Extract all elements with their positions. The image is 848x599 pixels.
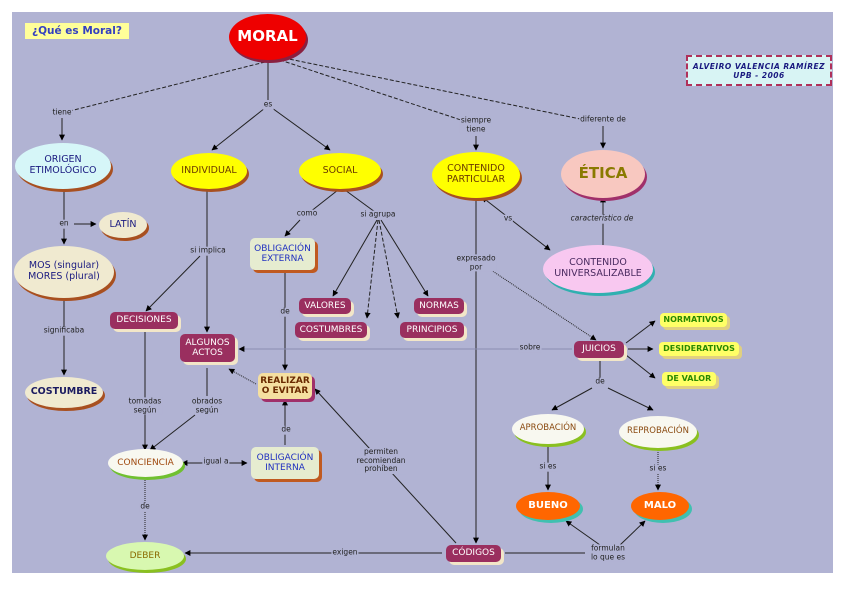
link-expresado-juicios: [487, 267, 597, 341]
node-de-valor[interactable]: DE VALOR: [662, 372, 716, 386]
link-implica-decisiones: [145, 255, 201, 312]
link-label-si-agrupa: si agrupa: [359, 209, 397, 220]
link-label-obrados-segun: obrados según: [190, 396, 224, 415]
node-realizar-o-evitar[interactable]: REALIZAR O EVITAR: [258, 373, 312, 399]
node-desiderativos[interactable]: DESIDERATIVOS: [659, 342, 739, 356]
node-conciencia[interactable]: CONCIENCIA: [108, 449, 183, 477]
link-de-aprobacion: [551, 387, 593, 411]
link-label-de-externa: de: [279, 306, 291, 317]
node-latin[interactable]: LATÍN: [99, 212, 147, 238]
link-moral-tiene: [61, 61, 266, 114]
author-box: ALVEIRO VALENCIA RAMÍREZ UPB - 2006: [686, 55, 832, 86]
link-agrupa-principios: [378, 219, 400, 319]
link-label-de-juicios: de: [594, 376, 606, 387]
link-label-si-implica: si implica: [189, 245, 227, 256]
node-contenido-particular[interactable]: CONTENIDO PARTICULAR: [432, 152, 520, 198]
link-label-si-es-aprobacion: si es: [538, 461, 558, 472]
node-valores[interactable]: VALORES: [299, 298, 351, 314]
node-aprobacion[interactable]: APROBACIÓN: [512, 414, 584, 444]
author-name: ALVEIRO VALENCIA RAMÍREZ: [692, 61, 826, 71]
link-label-si-es-reprobacion: si es: [648, 463, 668, 474]
author-year: UPB - 2006: [733, 70, 785, 80]
link-label-diferente-de: diferente de: [579, 114, 627, 125]
link-realizar-actos: [228, 368, 257, 385]
link-label-es: es: [262, 99, 274, 110]
link-social-como: [309, 189, 339, 213]
node-juicios[interactable]: JUICIOS: [574, 341, 624, 358]
link-agrupa-valores: [332, 219, 378, 297]
link-label-permiten: permiten recomiendan prohíben: [355, 447, 407, 474]
link-juicios-normativos: [625, 320, 656, 344]
link-agrupa-normas: [380, 219, 429, 297]
node-individual[interactable]: INDIVIDUAL: [171, 153, 247, 189]
link-label-de-conciencia: de: [139, 501, 151, 512]
concept-map-canvas: [12, 12, 833, 573]
link-es-individual: [211, 107, 266, 151]
link-agrupa-costumbres: [364, 219, 379, 319]
link-label-vs: vs: [502, 213, 514, 224]
node-decisiones[interactable]: DECISIONES: [110, 312, 178, 329]
link-label-en: en: [58, 218, 70, 229]
link-label-igual-a: igual a: [202, 456, 230, 467]
link-label-significaba: significaba: [42, 325, 86, 336]
link-obrados-conciencia: [149, 414, 196, 451]
link-label-tomadas-segun: tomadas según: [127, 396, 163, 415]
node-social[interactable]: SOCIAL: [299, 153, 381, 189]
link-particular-universal: [481, 196, 551, 251]
node-normas[interactable]: NORMAS: [414, 298, 464, 314]
node-deber[interactable]: DEBER: [106, 542, 184, 570]
node-malo[interactable]: MALO: [631, 492, 689, 520]
node-etica[interactable]: ÉTICA: [561, 150, 645, 198]
link-label-caracteristico-de: característico de: [569, 213, 635, 224]
link-label-formulan: formulan lo que es: [589, 543, 627, 562]
link-moral-siempre: [279, 59, 471, 124]
link-label-de-interna: de: [280, 424, 292, 435]
link-social-agrupa: [344, 189, 376, 213]
node-bueno[interactable]: BUENO: [516, 492, 580, 520]
node-obligacion-externa[interactable]: OBLIGACIÓN EXTERNA: [250, 238, 315, 270]
node-mos-mores[interactable]: MOS (singular) MORES (plural): [14, 246, 114, 298]
link-moral-diferente: [283, 57, 596, 123]
link-label-sobre: sobre: [518, 342, 542, 353]
link-label-expresado-por: expresado por: [455, 253, 497, 272]
link-juicios-devalor: [625, 354, 656, 379]
node-codigos[interactable]: CÓDIGOS: [446, 545, 501, 562]
link-formulan-bueno: [565, 520, 601, 546]
link-label-siempre-tiene: siempre tiene: [459, 115, 493, 134]
link-label-exigen: exigen: [331, 547, 359, 558]
node-reprobacion[interactable]: REPROBACIÓN: [619, 416, 697, 448]
link-label-tiene: tiene: [51, 107, 73, 118]
node-obligacion-interna[interactable]: OBLIGACIÓN INTERNA: [251, 447, 319, 479]
node-algunos-actos[interactable]: ALGUNOS ACTOS: [180, 334, 235, 362]
link-de-reprobacion: [607, 387, 654, 411]
link-label-como: como: [295, 208, 319, 219]
node-moral[interactable]: MORAL: [229, 14, 306, 60]
node-normativos[interactable]: NORMATIVOS: [660, 313, 727, 327]
node-contenido-universalizable[interactable]: CONTENIDO UNIVERSALIZABLE: [543, 245, 653, 293]
node-costumbre[interactable]: COSTUMBRE: [25, 377, 103, 408]
node-principios[interactable]: PRINCIPIOS: [400, 322, 464, 338]
node-costumbres[interactable]: COSTUMBRES: [295, 322, 367, 338]
node-origen-etimologico[interactable]: ORIGEN ETIMOLÓGICO: [15, 143, 111, 189]
link-formulan-malo: [619, 520, 646, 546]
link-es-social: [271, 107, 331, 151]
link-como-obligacion: [284, 219, 301, 237]
map-title: ¿Qué es Moral?: [25, 23, 129, 39]
